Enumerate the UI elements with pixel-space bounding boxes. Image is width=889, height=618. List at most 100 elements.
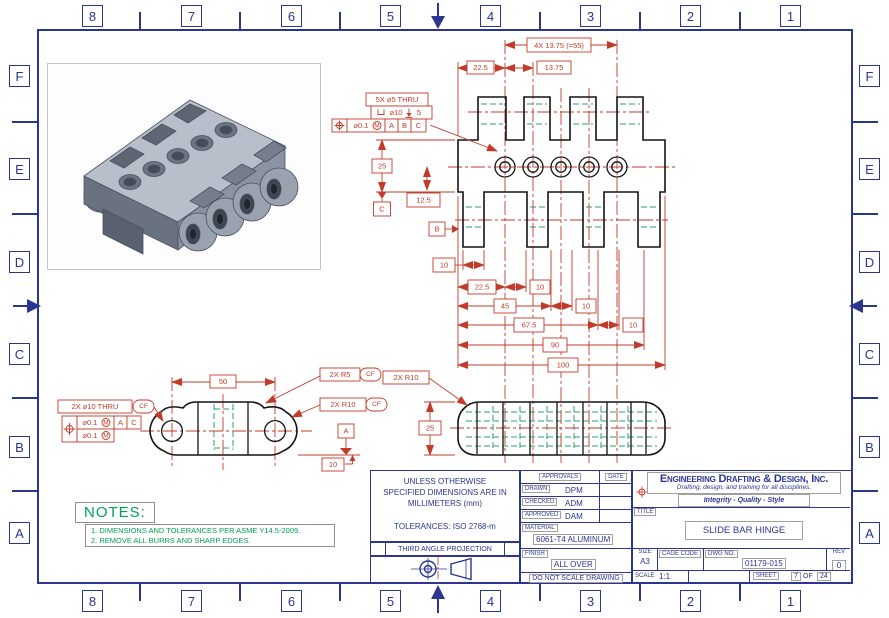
- dim-label: 90: [551, 341, 559, 350]
- approvals-header: APPROVALS: [539, 473, 581, 481]
- cf-symbol: CF: [366, 371, 375, 378]
- top-view-centerlines: [448, 40, 676, 463]
- mmc-letter: M: [103, 432, 108, 439]
- dim-label: 25: [426, 424, 434, 433]
- dwg-no-label: DWG NO.: [705, 550, 738, 558]
- dwg-no-value: 01179-015: [742, 558, 786, 569]
- dim-label: 4X 13.75 (=55): [534, 41, 584, 50]
- callout-text: 2X R10: [330, 400, 355, 409]
- dim-label: 10: [582, 302, 590, 311]
- dim-label: 67.5: [522, 321, 537, 330]
- cf-symbol: CF: [372, 401, 381, 408]
- zone-label-right: D: [859, 251, 880, 273]
- scale-label: SCALE: [635, 573, 655, 579]
- zone-label-top: 1: [780, 5, 801, 27]
- zone-label-right: C: [859, 343, 880, 365]
- company-name: Engineering Drafting & Design, Inc.: [659, 473, 829, 485]
- counterbore-icon: [377, 109, 385, 115]
- zone-label-bottom: 2: [680, 590, 701, 612]
- dim-label: 10: [440, 261, 448, 270]
- zone-label-top: 5: [380, 5, 401, 27]
- fcf-tolerance: ⌀0.1: [83, 418, 98, 427]
- zone-label-bottom: 7: [181, 590, 202, 612]
- dim-12-5: 12.5: [406, 166, 441, 208]
- projection-label-cell: THIRD ANGLE PROJECTION: [370, 542, 520, 556]
- cbore-dia: ⌀10: [390, 108, 403, 117]
- zone-label-right: A: [859, 522, 880, 544]
- zone-label-left: A: [9, 522, 30, 544]
- tolerance-note-line: SPECIFIED DIMENSIONS ARE IN: [383, 488, 507, 497]
- zone-label-right: E: [859, 158, 880, 180]
- company-tagline: Drafting, design, and training for all d…: [676, 484, 812, 491]
- note-item: 1. DIMENSIONS AND TOLERANCES PER ASME Y1…: [91, 526, 301, 535]
- third-angle-projection-icon: [411, 557, 472, 581]
- zone-label-top: 7: [181, 5, 202, 27]
- title-block: UNLESS OTHERWISE SPECIFIED DIMENSIONS AR…: [370, 470, 852, 583]
- zone-label-top: 2: [680, 5, 701, 27]
- dim-25-top-view: 25: [371, 139, 393, 193]
- isometric-hinge-render: [83, 99, 299, 255]
- datum-target-icon: [636, 486, 648, 498]
- fcf-datum: A: [389, 121, 394, 130]
- dim-label: 13.75: [545, 63, 564, 72]
- position-symbol-icon: [63, 423, 76, 435]
- zone-label-top: 8: [82, 5, 103, 27]
- datum-a-flag: A: [298, 423, 360, 456]
- zone-label-bottom: 1: [780, 590, 801, 612]
- sheet-of: OF: [803, 573, 813, 580]
- callout-2x-r10-bottom: 2X R10: [382, 370, 468, 406]
- fcf-datum: B: [402, 121, 407, 130]
- dim-label: 10: [329, 460, 337, 469]
- centering-arrow-icons: [13, 3, 877, 613]
- sheet-label: SHEET: [753, 572, 780, 580]
- zone-label-bottom: 3: [580, 590, 601, 612]
- dim-hole-pitch: 4X 13.75 (=55): [504, 37, 618, 53]
- approval-role: CHECKED: [522, 498, 558, 506]
- tolerance-note-line: MILLIMETERS (mm): [407, 499, 483, 508]
- tolerance-note-cell: UNLESS OTHERWISE SPECIFIED DIMENSIONS AR…: [370, 470, 520, 542]
- date-header: DATE: [605, 473, 627, 481]
- rev-label: REV: [832, 549, 846, 555]
- bottom-view: 25 2X R10: [382, 370, 673, 456]
- zone-label-top: 4: [480, 5, 501, 27]
- fcf-datum: C: [131, 418, 137, 427]
- zone-label-top: 6: [281, 5, 302, 27]
- datum-letter: C: [379, 205, 385, 214]
- front-view-inner-edges: [197, 402, 249, 455]
- composite-position-fcf: ⌀0.1 M A C ⌀0.1 M: [61, 415, 142, 443]
- cbore-depth: 5: [417, 108, 421, 117]
- zone-label-right: F: [859, 65, 880, 87]
- datum-letter: B: [434, 225, 439, 234]
- dim-label: 45: [501, 302, 509, 311]
- fcf-tolerance: ⌀0.1: [354, 121, 369, 130]
- notes-block: NOTES: 1. DIMENSIONS AND TOLERANCES PER …: [75, 502, 335, 547]
- bottom-view-inner-edges: [476, 402, 647, 455]
- dim-10-front: 10: [321, 455, 356, 472]
- dim-label: 22.5: [473, 63, 488, 72]
- cage-code-label: CAGE CODE: [659, 550, 702, 558]
- size-value: A3: [640, 557, 650, 566]
- isometric-view-panel: [47, 63, 321, 270]
- tolerance-standard: TOLERANCES: ISO 2768-m: [394, 522, 496, 531]
- notes-heading: NOTES:: [75, 502, 155, 523]
- approval-initials: ADM: [565, 499, 583, 508]
- zone-label-left: F: [9, 65, 30, 87]
- top-view-extension-lines: [376, 62, 666, 370]
- dim-label: 10: [629, 321, 637, 330]
- company-motto: Integrity - Quality - Style: [703, 497, 785, 504]
- approvals-column: APPROVALS DATE DRAWN DPM CHECKED ADM APP…: [520, 470, 632, 583]
- dim-25-bottom-view: 25: [418, 401, 455, 456]
- top-view-counterbored-holes: [494, 156, 628, 178]
- depth-icon: [405, 108, 413, 118]
- datum-letter: A: [343, 427, 348, 436]
- front-view-hidden-lines: [213, 404, 234, 450]
- dim-label: 100: [557, 361, 570, 370]
- fcf-tolerance: ⌀0.1: [83, 431, 98, 440]
- note-item: 2. REMOVE ALL BURRS AND SHARP EDGES.: [91, 535, 251, 545]
- mmc-modifier-icon: [372, 121, 382, 130]
- callout-text: 2X ⌀10 THRU: [72, 402, 119, 411]
- zone-label-top: 3: [580, 5, 601, 27]
- approval-role: DRAWN: [522, 485, 551, 493]
- dim-22-5-top: 22.5: [457, 60, 506, 75]
- company-block: Engineering Drafting & Design, Inc. Draf…: [632, 470, 852, 583]
